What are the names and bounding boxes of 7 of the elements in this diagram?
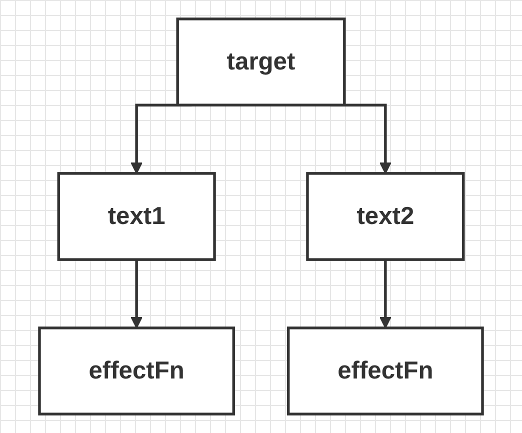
node-box: effectFn <box>286 326 484 416</box>
arrow <box>130 258 143 328</box>
arrow <box>379 258 392 328</box>
node-box: target <box>176 18 346 106</box>
node-box: text1 <box>57 172 216 261</box>
node-box: text2 <box>306 172 465 261</box>
node-box: effectFn <box>38 326 236 416</box>
